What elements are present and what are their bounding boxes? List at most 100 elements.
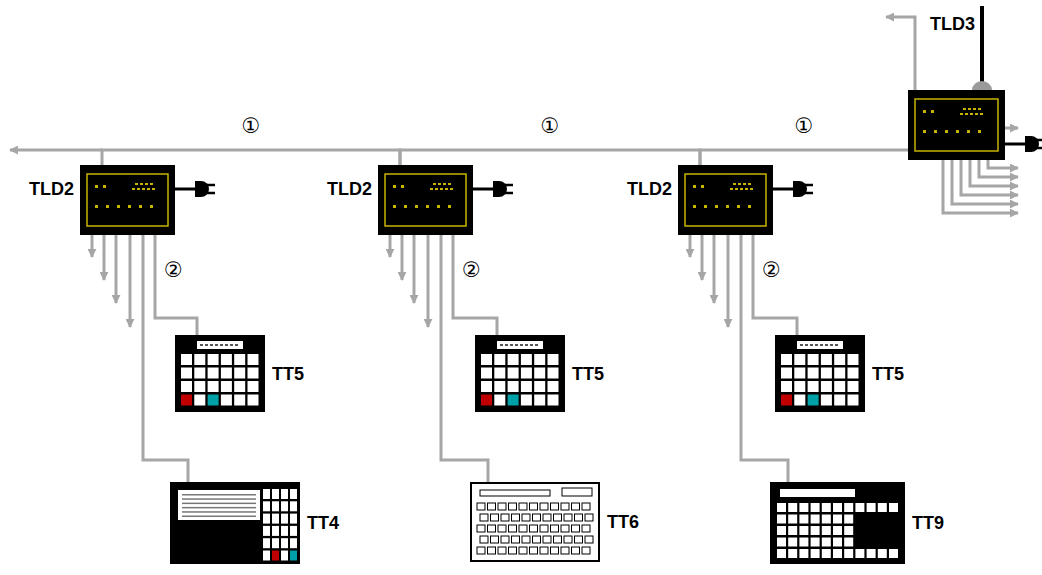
terminal-key: [855, 549, 864, 558]
terminal-key: [564, 536, 572, 543]
terminal-key: [194, 354, 205, 365]
terminal-key: [808, 354, 819, 365]
panel-dash: [132, 188, 135, 190]
terminal-key: [530, 547, 538, 554]
led: [956, 130, 959, 133]
panel-dash: [445, 188, 448, 190]
callout-number: ①: [241, 114, 262, 138]
terminal-key: [844, 515, 853, 524]
display-dot: [235, 344, 238, 346]
terminal-key: [488, 547, 496, 554]
terminal-key: [808, 368, 819, 379]
port-arrow: [389, 235, 392, 257]
led: [404, 205, 407, 208]
terminal-key: [481, 354, 492, 365]
led: [103, 185, 106, 188]
panel-dash: [975, 113, 978, 115]
led: [945, 130, 948, 133]
terminal-key: [867, 503, 876, 512]
terminal-key: [194, 381, 205, 392]
display-dot: [530, 344, 533, 346]
terminal-key: [582, 547, 590, 554]
port-arrow: [970, 160, 1018, 186]
terminal-key: [272, 526, 279, 536]
panel-dash: [147, 188, 150, 190]
terminal-key: [194, 368, 205, 379]
terminal-key: [844, 538, 853, 547]
panel-dash: [443, 183, 446, 185]
terminal-display: [497, 341, 543, 349]
terminal-key: [575, 536, 583, 543]
bus-cable: [102, 150, 400, 165]
led: [128, 205, 131, 208]
terminal-key: [534, 368, 545, 379]
terminal-cable: [155, 235, 197, 335]
panel-dash: [137, 188, 140, 190]
terminal-key: [509, 547, 517, 554]
terminal-key: [263, 551, 270, 561]
terminal-key: [290, 526, 297, 536]
terminal-key: [512, 536, 520, 543]
terminal-key: [248, 395, 259, 406]
terminal-key: [521, 395, 532, 406]
terminal-key: [221, 381, 232, 392]
terminal-key: [477, 547, 485, 554]
terminal-key: [508, 354, 519, 365]
terminal-box: TT5: [175, 335, 265, 412]
terminal-key: [799, 538, 808, 547]
terminal-key: [543, 536, 551, 543]
power-plug: [473, 181, 513, 197]
terminal-key: [848, 368, 859, 379]
terminal-key: [855, 503, 864, 512]
terminal-key: [281, 514, 288, 524]
terminal-key: [208, 381, 219, 392]
plug-body: [793, 181, 807, 197]
terminal-key: [272, 514, 279, 524]
terminal-key: [234, 381, 245, 392]
led: [715, 205, 718, 208]
plug-body: [493, 181, 507, 197]
power-plug: [773, 181, 813, 197]
terminal-housing: [471, 483, 599, 561]
terminal-display: [480, 490, 550, 496]
led: [117, 205, 120, 208]
panel-dash: [735, 188, 738, 190]
terminal-key: [530, 503, 538, 510]
panel-dash: [140, 183, 143, 185]
terminal-display: [797, 341, 843, 349]
led: [393, 205, 396, 208]
plug-prong: [805, 192, 813, 195]
panel-dash: [750, 188, 753, 190]
port-arrow: [115, 235, 118, 303]
device-housing: [908, 90, 1005, 160]
device-icon: [80, 165, 175, 235]
terminal-key: [808, 381, 819, 392]
terminal-key: [799, 549, 808, 558]
terminal-key: [290, 489, 297, 499]
terminal-key: [281, 489, 288, 499]
display-dot: [505, 344, 508, 346]
terminal-key: [208, 368, 219, 379]
led: [139, 205, 142, 208]
terminal-key: [272, 501, 279, 511]
panel-dash: [970, 113, 973, 115]
terminal-key: [534, 354, 545, 365]
terminal-key: [822, 538, 831, 547]
terminal-key: [181, 395, 192, 406]
terminal-key: [501, 514, 509, 521]
led: [704, 205, 707, 208]
display-dot: [810, 344, 813, 346]
terminal-key: [777, 526, 786, 535]
panel-dash: [448, 183, 451, 185]
display-dot: [205, 344, 208, 346]
power-cord: [175, 188, 195, 191]
display-dot: [230, 344, 233, 346]
terminal-key: [811, 549, 820, 558]
terminal-key: [498, 525, 506, 532]
terminal-key: [290, 551, 297, 561]
port-arrow: [413, 235, 416, 303]
device-panel: [385, 174, 466, 226]
port-arrow: [91, 235, 94, 257]
terminal-key: [263, 526, 270, 536]
terminal-key: [811, 538, 820, 547]
